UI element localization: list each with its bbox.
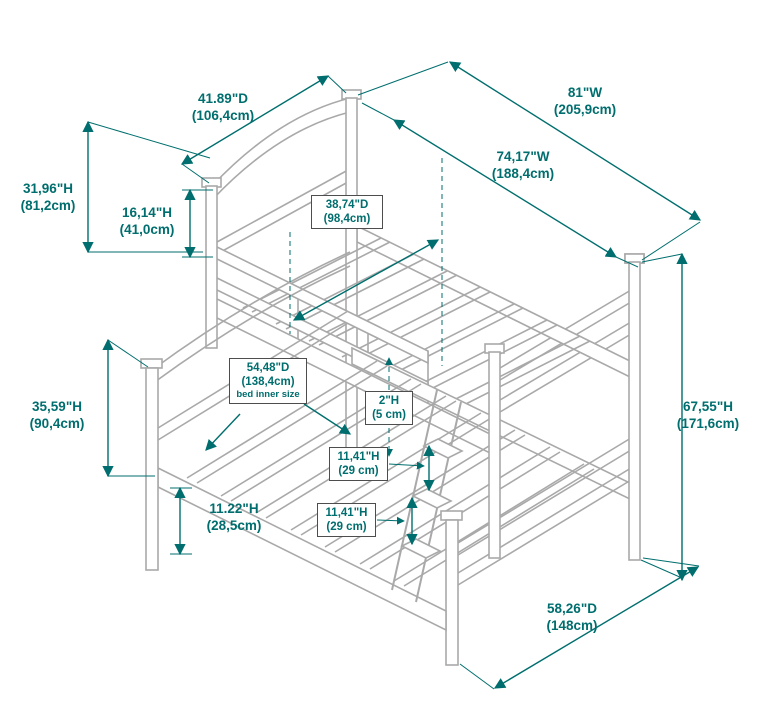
step-height-lower-value: 11,41"H — [325, 507, 368, 519]
dim-lower-height — [102, 338, 155, 478]
dim-label-base-depth: 58,26"D (148cm) — [510, 600, 634, 634]
dim-label-base-height: 11.22"H (28,5cm) — [188, 500, 280, 534]
dim-left-height — [82, 120, 211, 254]
dim-label-overall-width: 81"W (205,9cm) — [523, 84, 647, 118]
ladder-step-1 — [422, 438, 464, 459]
dim-label-lower-height: 35,59"H (90,4cm) — [12, 398, 102, 432]
post-front-left — [205, 185, 218, 349]
overall-width-metric: (205,9cm) — [553, 102, 617, 117]
dim-box-upper-inner-depth: 38,74"D (98,4cm) — [311, 195, 383, 229]
upper-inner-depth-value: 38,74"D — [325, 199, 369, 211]
lower-bunk — [140, 251, 645, 666]
post-front-right-lower — [445, 519, 459, 666]
base-height-metric: (28,5cm) — [206, 518, 262, 533]
dim-label-total-height: 67,55"H (171,6cm) — [662, 398, 754, 432]
dim-rail-height — [182, 188, 213, 259]
lower-footboard — [457, 437, 632, 586]
dim-box-bed-inner-size: 54,48"D (138,4cm) bed inner size — [229, 358, 307, 404]
post-front-left-lower — [145, 367, 159, 571]
dim-upper-inner-depth — [289, 158, 443, 366]
left-height-metric: (81,2cm) — [20, 198, 76, 213]
overall-width-value: 81"W — [567, 85, 603, 100]
dim-base-height — [170, 486, 192, 556]
dim-label-inner-width: 74,17"W (188,4cm) — [461, 148, 585, 182]
lower-height-value: 35,59"H — [32, 399, 82, 414]
dim-inner-width — [361, 102, 639, 268]
dim-upper-depth — [180, 75, 347, 184]
upper-depth-value: 41.89"D — [198, 91, 248, 106]
lower-height-metric: (90,4cm) — [29, 416, 85, 431]
base-depth-value: 58,26"D — [547, 601, 597, 616]
lower-headboard — [151, 251, 351, 441]
bed-inner-size-metric: (138,4cm) — [241, 376, 295, 388]
step-height-lower-metric: (29 cm) — [326, 521, 367, 533]
left-height-value: 31,96"H — [23, 181, 73, 196]
dim-step-upper — [388, 444, 435, 492]
total-height-value: 67,55"H — [683, 399, 733, 414]
dim-label-left-height: 31,96"H (81,2cm) — [4, 180, 92, 214]
post-back-left — [345, 97, 358, 451]
dim-box-step-height-upper: 11,41"H (29 cm) — [329, 447, 388, 481]
bed-inner-size-caption: bed inner size — [236, 389, 300, 400]
upper-depth-metric: (106,4cm) — [191, 108, 255, 123]
rail-height-metric: (41,0cm) — [119, 222, 175, 237]
mattress-gap-metric: (5 cm) — [372, 409, 406, 421]
post-cap-front-left-lower — [140, 358, 163, 369]
dim-label-upper-depth: 41.89"D (106,4cm) — [158, 90, 288, 124]
dim-box-step-height-lower: 11,41"H (29 cm) — [317, 503, 376, 537]
dim-box-mattress-gap: 2"H (5 cm) — [365, 391, 413, 425]
total-height-metric: (171,6cm) — [676, 416, 740, 431]
dimension-lines — [82, 61, 702, 690]
base-height-value: 11.22"H — [209, 501, 259, 516]
bed-inner-size-value: 54,48"D — [246, 362, 290, 374]
inner-width-value: 74,17"W — [496, 149, 550, 164]
dim-bed-inner-size — [205, 403, 352, 451]
dim-label-rail-height: 16,14"H (41,0cm) — [103, 204, 191, 238]
ladder-step-2 — [411, 488, 453, 509]
post-cap-front-right-lower — [440, 510, 463, 521]
mattress-gap-value: 2"H — [378, 395, 400, 407]
post-back-right — [628, 261, 641, 561]
base-depth-metric: (148cm) — [546, 618, 598, 633]
dim-base-depth — [459, 557, 700, 690]
step-height-upper-metric: (29 cm) — [338, 465, 379, 477]
ladder-step-3 — [400, 538, 442, 559]
step-height-upper-value: 11,41"H — [337, 451, 380, 463]
inner-width-metric: (188,4cm) — [491, 166, 555, 181]
dim-step-lower — [376, 496, 418, 546]
upper-inner-depth-metric: (98,4cm) — [323, 213, 371, 225]
post-front-right-upper — [488, 351, 501, 559]
rail-height-value: 16,14"H — [122, 205, 172, 220]
